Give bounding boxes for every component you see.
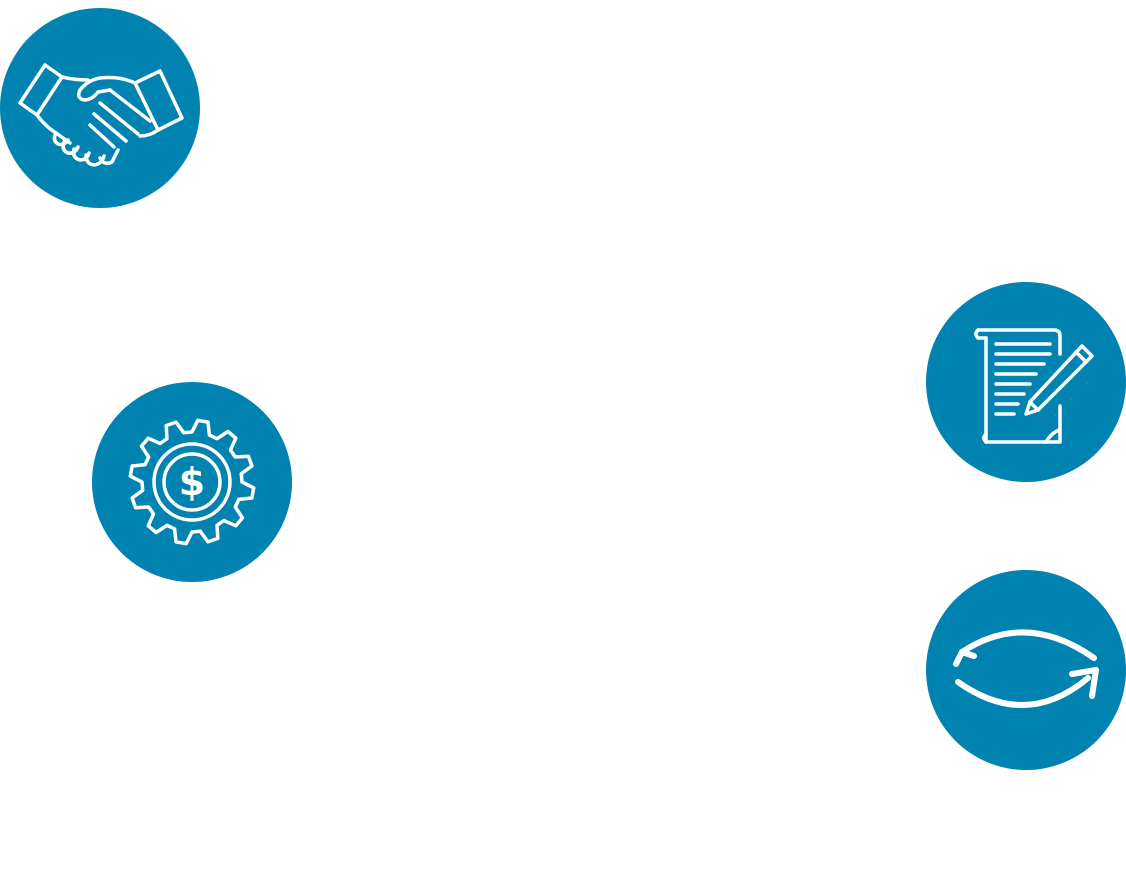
- gear-dollar-icon: $: [128, 418, 256, 546]
- sync-arrows-badge: [926, 570, 1126, 770]
- dollar-glyph: $: [179, 460, 205, 504]
- handshake-icon: [18, 63, 184, 167]
- handshake-badge: [0, 8, 200, 208]
- sync-arrows-icon: [953, 629, 1099, 709]
- contract-pen-icon: [974, 328, 1094, 444]
- gear-dollar-badge: $: [92, 382, 292, 582]
- contract-pen-badge: [926, 282, 1126, 482]
